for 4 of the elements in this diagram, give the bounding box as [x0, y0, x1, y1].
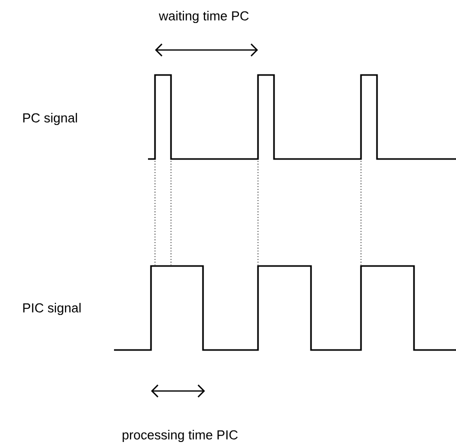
label-text: waiting time PC [158, 10, 249, 24]
signal-label: PC signal [23, 112, 77, 126]
signal-label: PIC signal [23, 302, 81, 316]
label-text: processing time PIC [122, 430, 238, 442]
